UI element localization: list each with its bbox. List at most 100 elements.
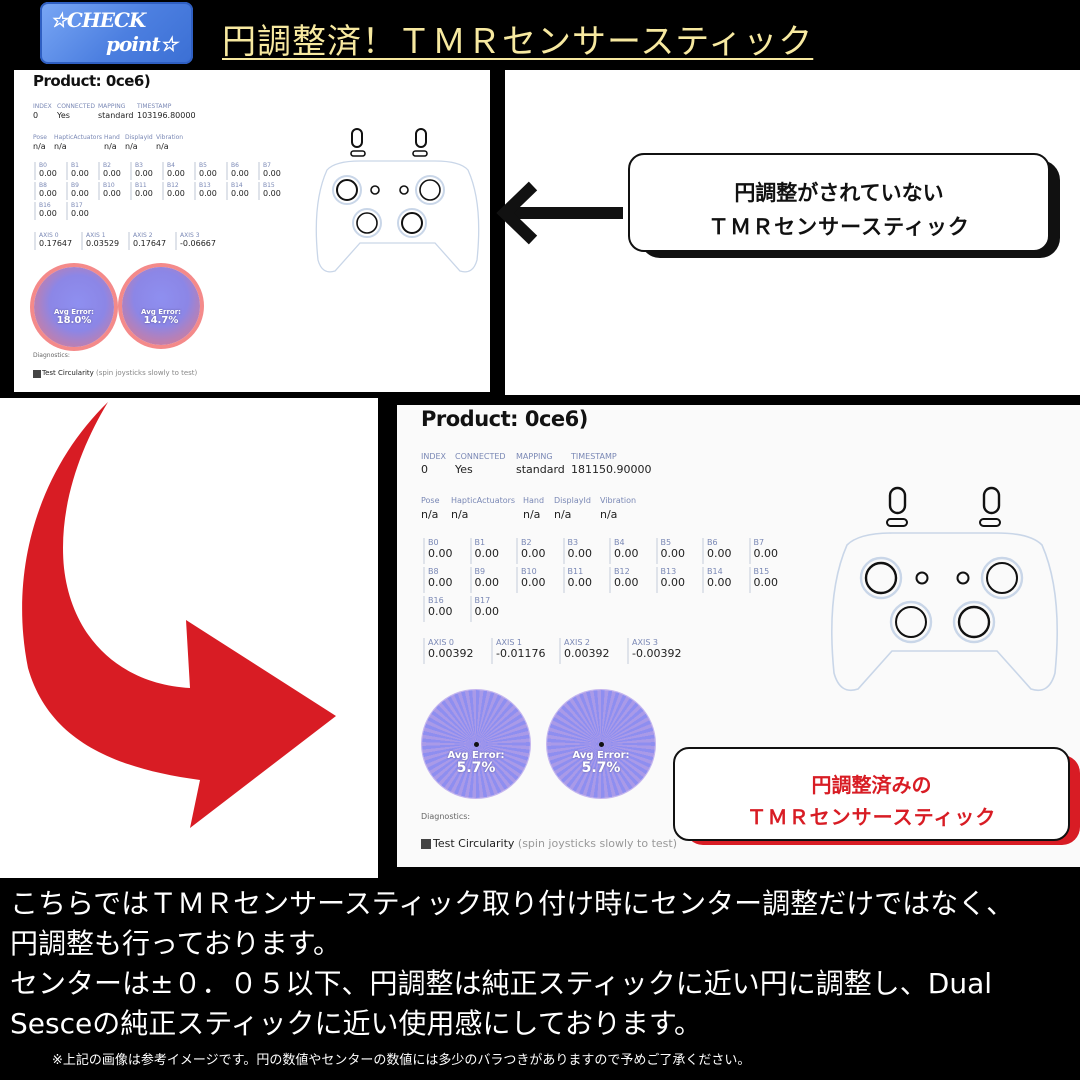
value-cell-value: 0.00 xyxy=(707,576,732,589)
value-cell: AXIS 3-0.06667 xyxy=(175,232,216,250)
description: こちらではＴＭＲセンサースティック取り付け時にセンター調整だけではなく、 円調整… xyxy=(10,884,1075,1044)
value-cell-label: AXIS 3 xyxy=(180,232,200,239)
info-label-timestamp: TIMESTAMP xyxy=(137,103,172,110)
controller-icon xyxy=(831,486,1058,692)
value-cell-label: B1 xyxy=(71,162,79,169)
meta-value-vibration: n/a xyxy=(156,142,169,151)
value-cell-label: B17 xyxy=(71,202,83,209)
checkbox-icon[interactable] xyxy=(33,370,41,378)
left-arrow-icon xyxy=(496,181,623,245)
value-cell-value: 0.00 xyxy=(567,547,593,560)
value-cell-label: AXIS 0 xyxy=(39,232,59,239)
description-line-3: センターは±０．０５以下、円調整は純正スティックに近い円に調整し、Dual xyxy=(10,967,993,1000)
value-cell-value: 0.00 xyxy=(660,547,686,560)
value-cell-label: B2 xyxy=(521,538,532,547)
value-cell-label: B6 xyxy=(707,538,718,547)
controller-icon xyxy=(315,128,480,273)
meta-value-displayid: n/a xyxy=(554,508,572,521)
value-cell-label: AXIS 2 xyxy=(133,232,153,239)
value-cell-label: B5 xyxy=(199,162,207,169)
product-title: Product: 0ce6) xyxy=(33,72,151,90)
value-cell-label: B14 xyxy=(231,182,243,189)
description-line-4: Sesceの純正スティックに近い使用感にしております。 xyxy=(10,1007,703,1040)
value-cell-label: B3 xyxy=(567,538,579,547)
value-cell-value: 0.00 xyxy=(428,605,453,618)
value-cell-value: 0.00 xyxy=(614,576,639,589)
avg-error-value-left: 18.0% xyxy=(56,315,92,326)
value-cell-value: -0.01176 xyxy=(496,647,546,660)
avg-error-value-left: 5.7% xyxy=(456,760,496,776)
value-cell-value: 0.00 xyxy=(103,189,121,198)
circularity-plot-right: Avg Error: 14.7% xyxy=(122,267,200,345)
value-cell-value: 0.00 xyxy=(199,169,217,178)
value-cell-value: 0.00 xyxy=(474,605,500,618)
info-value-index: 0 xyxy=(421,463,428,476)
diagnostics-label: Diagnostics: xyxy=(421,812,471,821)
info-value-index: 0 xyxy=(33,111,39,120)
value-cell-label: AXIS 0 xyxy=(428,638,455,647)
value-cell-label: B0 xyxy=(428,538,439,547)
meta-value-hand: n/a xyxy=(104,142,117,151)
circularity-plot-left: Avg Error: 5.7% xyxy=(422,690,530,798)
checkbox-icon[interactable] xyxy=(421,839,431,849)
callout-before: 円調整がされていない ＴＭＲセンサースティック xyxy=(628,153,1050,252)
value-cell-value: 0.17647 xyxy=(133,239,167,248)
info-value-mapping: standard xyxy=(98,111,134,120)
info-label-index: INDEX xyxy=(33,103,52,110)
value-cell-value: 0.03529 xyxy=(86,239,120,248)
value-cell-value: 0.00 xyxy=(474,576,500,589)
value-cell-value: 0.00 xyxy=(71,209,89,218)
meta-value-pose: n/a xyxy=(33,142,46,151)
value-cell-value: 0.00 xyxy=(135,169,153,178)
value-cell-value: 0.00 xyxy=(474,547,500,560)
meta-label-hand: Hand xyxy=(523,496,545,505)
value-cell-value: 0.00392 xyxy=(428,647,474,660)
value-cell-label: B17 xyxy=(474,596,491,605)
value-cell-label: B6 xyxy=(231,162,239,169)
value-cell-label: B8 xyxy=(39,182,47,189)
value-cell-value: 0.00 xyxy=(167,169,185,178)
value-cell-label: B3 xyxy=(135,162,143,169)
value-cell-value: 0.00 xyxy=(428,547,453,560)
info-value-timestamp: 181150.90000 xyxy=(571,463,652,476)
value-cell-label: B16 xyxy=(428,596,444,605)
value-cell-label: B16 xyxy=(39,202,51,209)
value-cell-value: 0.00 xyxy=(567,576,593,589)
meta-value-hand: n/a xyxy=(523,508,541,521)
value-cell-label: AXIS 1 xyxy=(496,638,523,647)
info-value-connected: Yes xyxy=(455,463,473,476)
info-value-timestamp: 103196.80000 xyxy=(137,111,196,120)
value-cell-value: 0.00 xyxy=(753,547,779,560)
value-cell-value: 0.00 xyxy=(199,189,217,198)
info-label-timestamp: TIMESTAMP xyxy=(571,452,617,461)
value-cell-value: -0.00392 xyxy=(632,647,682,660)
value-cell-label: B4 xyxy=(614,538,625,547)
value-cell-label: B11 xyxy=(135,182,147,189)
meta-label-haptic: HapticActuators xyxy=(54,134,103,141)
info-label-mapping: MAPPING xyxy=(516,452,553,461)
avg-error-label-right: Avg Error: xyxy=(572,750,630,761)
meta-value-haptic: n/a xyxy=(54,142,67,151)
description-line-1: こちらではＴＭＲセンサースティック取り付け時にセンター調整だけではなく、 xyxy=(10,887,1015,920)
value-cell-label: B7 xyxy=(263,162,271,169)
value-cell-label: B4 xyxy=(167,162,175,169)
callout-after: 円調整済みの ＴＭＲセンサースティック xyxy=(673,747,1070,841)
value-cell-value: 0.00 xyxy=(521,547,546,560)
